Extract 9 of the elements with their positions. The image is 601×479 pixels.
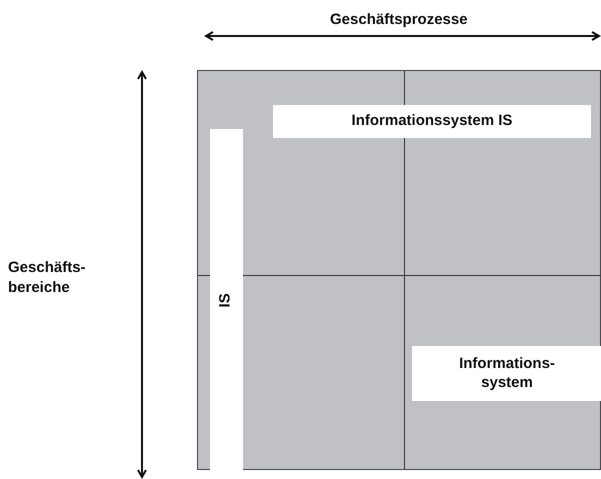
box-label: Informations- system (458, 354, 556, 392)
axis-label: Geschäfts- bereiche (8, 258, 87, 297)
label-box (210, 129, 243, 471)
axis-label: Geschäftsprozesse (330, 10, 469, 30)
label-box (273, 105, 591, 138)
box-label: Informationssystem IS (352, 112, 512, 131)
box-label: IS (217, 292, 236, 308)
label-box (412, 346, 601, 401)
matrix-panel (197, 70, 601, 470)
